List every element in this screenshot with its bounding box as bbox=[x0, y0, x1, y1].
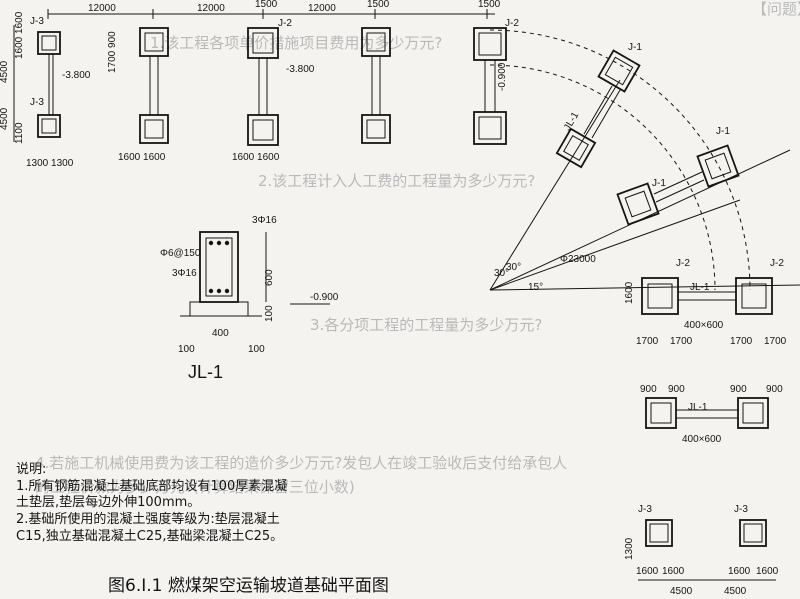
corner-tag: 【问题】 bbox=[752, 0, 800, 18]
section-top-bar: 3Φ16 bbox=[252, 215, 277, 226]
section-side-2: 100 bbox=[248, 344, 265, 355]
footing-j2-col5 bbox=[473, 27, 507, 145]
label-jl1-radial-1: JL-1 bbox=[562, 110, 581, 133]
right-plan-j3: J-3 J-3 1600 1600 1600 1600 4500 4500 13… bbox=[624, 504, 779, 597]
dim-4500-b1: 4500 bbox=[670, 586, 693, 597]
notes-line-1: 1.所有钢筋混凝土基础底部均设有100厚素混凝 bbox=[16, 478, 287, 494]
label-j1-radial-1: J-1 bbox=[628, 42, 642, 53]
dim-12000-c: 12000 bbox=[308, 3, 336, 14]
dim-1500-a: 1500 bbox=[255, 0, 278, 10]
footing-j3-bottom bbox=[37, 114, 61, 138]
dim-4500-top: 4500 bbox=[0, 60, 10, 83]
label-angle-30b: 30° bbox=[506, 262, 521, 273]
label-j3-top: J-3 bbox=[30, 16, 44, 27]
section-stirrup: Φ6@150 bbox=[160, 248, 201, 259]
notes-title: 说明: bbox=[16, 462, 46, 477]
label-beam-size-a: 400×600 bbox=[684, 320, 724, 331]
label-radius: Φ23000 bbox=[560, 254, 596, 265]
label-jl1-right-b: JL-1 bbox=[688, 402, 708, 413]
section-pad: 100 bbox=[264, 305, 275, 322]
section-side-1: 100 bbox=[178, 344, 195, 355]
dim-1600-r: 1600 bbox=[624, 281, 635, 304]
footing-radial-1 bbox=[555, 49, 641, 169]
ghost-question-2: 2.该工程计入人工费的工程量为多少万元? bbox=[258, 172, 535, 190]
ghost-question-5: 的工程价款为多少万元?(计算结果保留三位小数) bbox=[35, 478, 355, 496]
label-j1-radial-2: J-1 bbox=[716, 126, 730, 137]
notes-line-4: C15,独立基础混凝土C25,基础梁混凝土C25。 bbox=[16, 528, 283, 544]
label-j3-right-b: J-3 bbox=[734, 504, 748, 515]
dim-1700-r2: 1700 bbox=[670, 336, 693, 347]
straight-plan: 12000 12000 12000 1500 1500 1500 4500 45… bbox=[0, 0, 519, 169]
dim-1700-r1: 1700 bbox=[636, 336, 659, 347]
label-j2-col5: J-2 bbox=[505, 18, 519, 29]
section-width: 400 bbox=[212, 328, 229, 339]
curved-plan: Φ23000 30° 30° 15° J-1 JL-1 J-1 J-1 bbox=[489, 29, 800, 293]
label-angle-15: 15° bbox=[528, 282, 543, 293]
dim-12000-b: 12000 bbox=[197, 3, 225, 14]
notes: 说明: 1.所有钢筋混凝土基础底部均设有100厚素混凝 土垫层,垫层每边外伸10… bbox=[16, 462, 287, 544]
dim-1500-c: 1500 bbox=[478, 0, 501, 10]
dim-4500-b2: 4500 bbox=[724, 586, 747, 597]
label-j2-right-a: J-2 bbox=[676, 258, 690, 269]
dim-1600-b1: 1600 bbox=[636, 566, 659, 577]
label-j1-radial-2b: J-1 bbox=[652, 178, 666, 189]
label-elev-1: -3.800 bbox=[62, 70, 91, 81]
footing-j3-top bbox=[37, 31, 61, 115]
jl1-section: 3Φ16 Φ6@150 3Φ16 600 400 100 100 100 -0.… bbox=[160, 215, 339, 382]
dim-1700-col2: 1700 900 bbox=[107, 31, 118, 73]
dim-1300-pair: 1300 1300 bbox=[26, 158, 74, 169]
ghost-question-3: 3.各分项工程的工程量为多少万元? bbox=[310, 316, 542, 334]
dim-1600-col2: 1600 1600 bbox=[118, 152, 166, 163]
right-plan-j1: 900 900 900 900 JL-1 400×600 bbox=[640, 384, 783, 445]
section-bot-bar: 3Φ16 bbox=[172, 268, 197, 279]
dim-1600-b4: 1600 bbox=[756, 566, 779, 577]
label-angle-30a: 30° bbox=[494, 268, 509, 279]
section-height: 600 bbox=[264, 269, 275, 286]
label-beam-size-b: 400×600 bbox=[682, 434, 722, 445]
dim-1300-r: 1300 bbox=[624, 537, 635, 560]
dim-1700-r3: 1700 bbox=[730, 336, 753, 347]
section-name: JL-1 bbox=[188, 362, 223, 382]
dim-900-c: 900 bbox=[730, 384, 747, 395]
footing-radial-2 bbox=[616, 144, 740, 226]
dim-1600-b3: 1600 bbox=[728, 566, 751, 577]
label-jl1-right-a: JL-1 bbox=[690, 282, 710, 293]
footing-j1-col4 bbox=[361, 27, 391, 144]
dim-900-a: 900 bbox=[640, 384, 657, 395]
dim-4500-bot: 4500 bbox=[0, 107, 10, 130]
section-elev: -0.900 bbox=[310, 292, 339, 303]
footing-j2-col3 bbox=[247, 27, 279, 146]
dim-900-d: 900 bbox=[766, 384, 783, 395]
ghost-question-4: 4.若施工机械使用费为该工程的造价多少万元?发包人在竣工验收后支付给承包人 bbox=[35, 454, 567, 472]
dim-1600-col3: 1600 1600 bbox=[232, 152, 280, 163]
notes-line-2: 土垫层,垫层每边外伸100mm。 bbox=[16, 494, 200, 510]
notes-line-3: 2.基础所使用的混凝土强度等级为:垫层混凝土 bbox=[16, 511, 280, 527]
dim-1100-left: 1100 bbox=[14, 122, 25, 144]
label-elev-2: -3.800 bbox=[286, 64, 315, 75]
label-j2-col3: J-2 bbox=[278, 18, 292, 29]
label-j3-right-a: J-3 bbox=[638, 504, 652, 515]
label-j3-bottom: J-3 bbox=[30, 97, 44, 108]
dim-1600-left: 1600 1600 bbox=[14, 11, 25, 59]
footing-j1-col2 bbox=[139, 27, 169, 144]
figure-caption: 图6.I.1 燃煤架空运输坡道基础平面图 bbox=[108, 576, 389, 596]
dim-12000-a: 12000 bbox=[88, 3, 116, 14]
label-j2-right-b: J-2 bbox=[770, 258, 784, 269]
label-elev-col5: -0.900 bbox=[497, 62, 508, 91]
dim-900-b: 900 bbox=[668, 384, 685, 395]
dim-1700-r4: 1700 bbox=[764, 336, 787, 347]
right-plan-j2: J-2 J-2 JL-1 400×600 1700 1700 1700 1700… bbox=[624, 258, 787, 347]
dim-1500-b: 1500 bbox=[367, 0, 390, 10]
ghost-question-1: 1.该工程各项单价措施项目费用为多少万元? bbox=[150, 34, 442, 52]
dim-1600-b2: 1600 bbox=[662, 566, 685, 577]
